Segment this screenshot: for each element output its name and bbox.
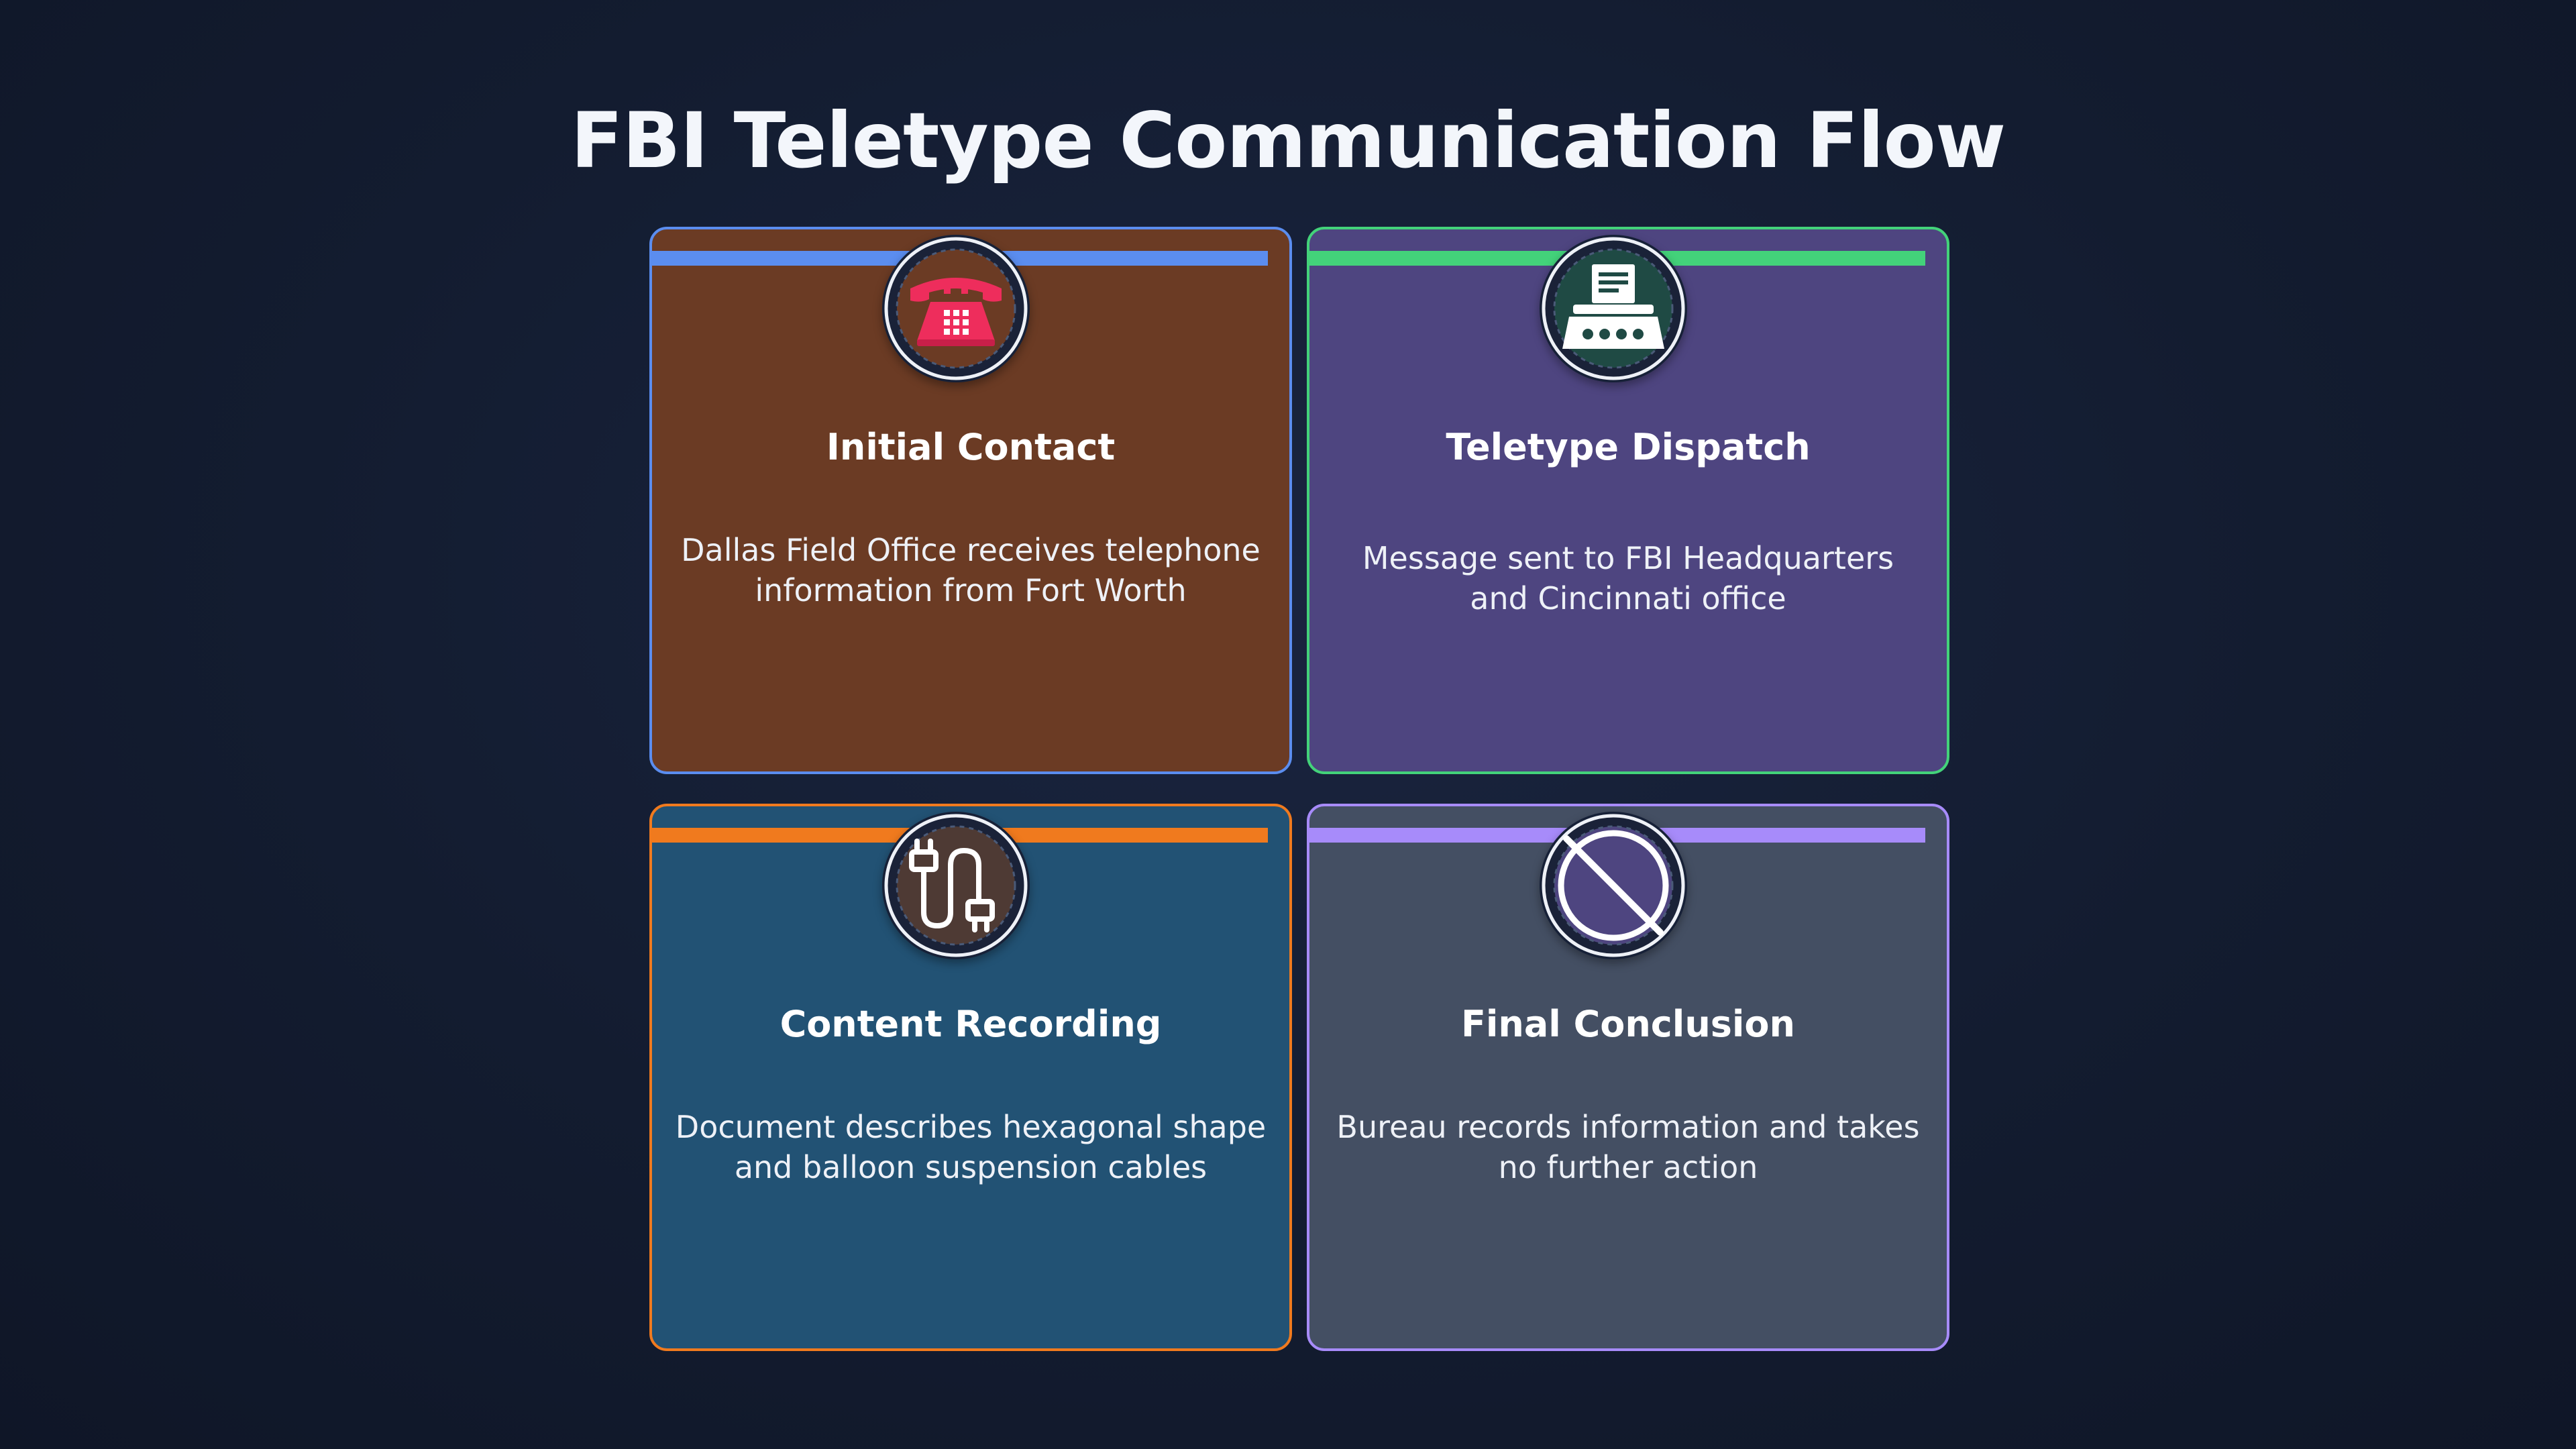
cable-plug-icon [882, 812, 1030, 959]
card-final-conclusion: Final Conclusion Bureau records informat… [1307, 804, 1949, 1351]
card-title: Teletype Dispatch [1446, 426, 1811, 468]
telephone-icon [882, 235, 1030, 382]
card-title: Content Recording [780, 1003, 1162, 1045]
card-title: Initial Contact [826, 426, 1116, 468]
card-initial-contact: Initial Contact Dallas Field Office rece… [649, 227, 1292, 774]
card-description: Message sent to FBI Headquarters and Cin… [1362, 540, 1894, 616]
card-teletype-dispatch: Teletype Dispatch Message sent to FBI He… [1307, 227, 1949, 774]
card-content-recording: Content Recording Document describes hex… [649, 804, 1292, 1351]
card-title: Final Conclusion [1461, 1003, 1795, 1045]
card-description: Bureau records information and takes no … [1336, 1109, 1920, 1185]
card-description: Dallas Field Office receives telephone i… [681, 532, 1260, 608]
page-title: FBI Teletype Communication Flow [570, 96, 2006, 185]
prohibited-icon [1540, 812, 1687, 959]
card-description: Document describes hexagonal shape and b… [675, 1109, 1267, 1185]
teletype-icon [1540, 235, 1687, 382]
